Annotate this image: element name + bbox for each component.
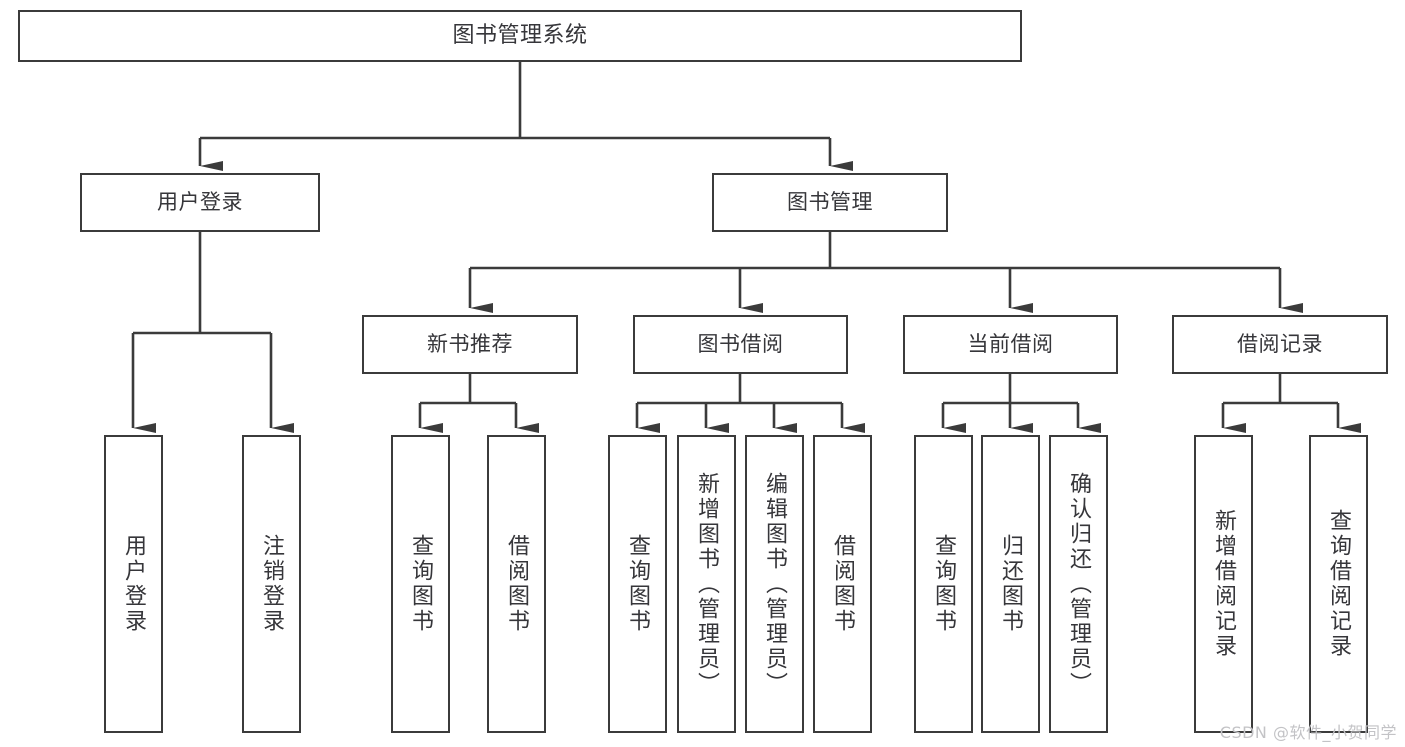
node-user-login[interactable]: 用户登录 bbox=[80, 173, 320, 232]
node-label: 用户登录 bbox=[121, 534, 147, 634]
node-root-system[interactable]: 图书管理系统 bbox=[18, 10, 1022, 62]
leaf-add-borrow-record[interactable]: 新增借阅记录 bbox=[1194, 435, 1253, 733]
node-label: 图书借阅 bbox=[697, 332, 784, 357]
leaf-confirm-return-admin[interactable]: 确认归还（管理员） bbox=[1049, 435, 1108, 733]
leaf-return-book[interactable]: 归还图书 bbox=[981, 435, 1040, 733]
csdn-watermark: CSDN @软件_小贺同学 bbox=[1219, 723, 1397, 742]
node-label: 查询图书 bbox=[625, 534, 651, 634]
node-label: 注销登录 bbox=[259, 534, 285, 634]
node-borrow-record[interactable]: 借阅记录 bbox=[1172, 315, 1388, 374]
node-label: 借阅记录 bbox=[1237, 332, 1323, 357]
node-label: 查询借阅记录 bbox=[1326, 509, 1352, 659]
leaf-borrow-book-1[interactable]: 借阅图书 bbox=[487, 435, 546, 733]
node-book-borrow[interactable]: 图书借阅 bbox=[633, 315, 848, 374]
node-new-book-recommend[interactable]: 新书推荐 bbox=[362, 315, 578, 374]
leaf-query-book-2[interactable]: 查询图书 bbox=[608, 435, 667, 733]
leaf-add-book-admin[interactable]: 新增图书（管理员） bbox=[677, 435, 736, 733]
node-label: 图书管理 bbox=[787, 190, 873, 215]
node-label: 确认归还（管理员） bbox=[1066, 471, 1092, 697]
leaf-query-borrow-record[interactable]: 查询借阅记录 bbox=[1309, 435, 1368, 733]
node-label: 查询图书 bbox=[408, 534, 434, 634]
node-book-manage[interactable]: 图书管理 bbox=[712, 173, 948, 232]
node-label: 新增借阅记录 bbox=[1211, 509, 1237, 659]
leaf-query-book-3[interactable]: 查询图书 bbox=[914, 435, 973, 733]
node-label: 借阅图书 bbox=[830, 534, 856, 634]
leaf-user-logout[interactable]: 注销登录 bbox=[242, 435, 301, 733]
node-label: 当前借阅 bbox=[967, 332, 1054, 357]
node-label: 查询图书 bbox=[931, 534, 957, 634]
node-current-borrow[interactable]: 当前借阅 bbox=[903, 315, 1118, 374]
node-label: 编辑图书（管理员） bbox=[762, 471, 788, 697]
leaf-user-login[interactable]: 用户登录 bbox=[104, 435, 163, 733]
leaf-borrow-book-2[interactable]: 借阅图书 bbox=[813, 435, 872, 733]
node-label: 新增图书（管理员） bbox=[694, 471, 720, 697]
node-label: 图书管理系统 bbox=[452, 23, 588, 49]
leaf-edit-book-admin[interactable]: 编辑图书（管理员） bbox=[745, 435, 804, 733]
node-label: 新书推荐 bbox=[427, 332, 513, 357]
leaf-query-book-1[interactable]: 查询图书 bbox=[391, 435, 450, 733]
node-label: 用户登录 bbox=[157, 190, 243, 215]
node-label: 借阅图书 bbox=[504, 534, 530, 634]
node-label: 归还图书 bbox=[998, 534, 1024, 634]
